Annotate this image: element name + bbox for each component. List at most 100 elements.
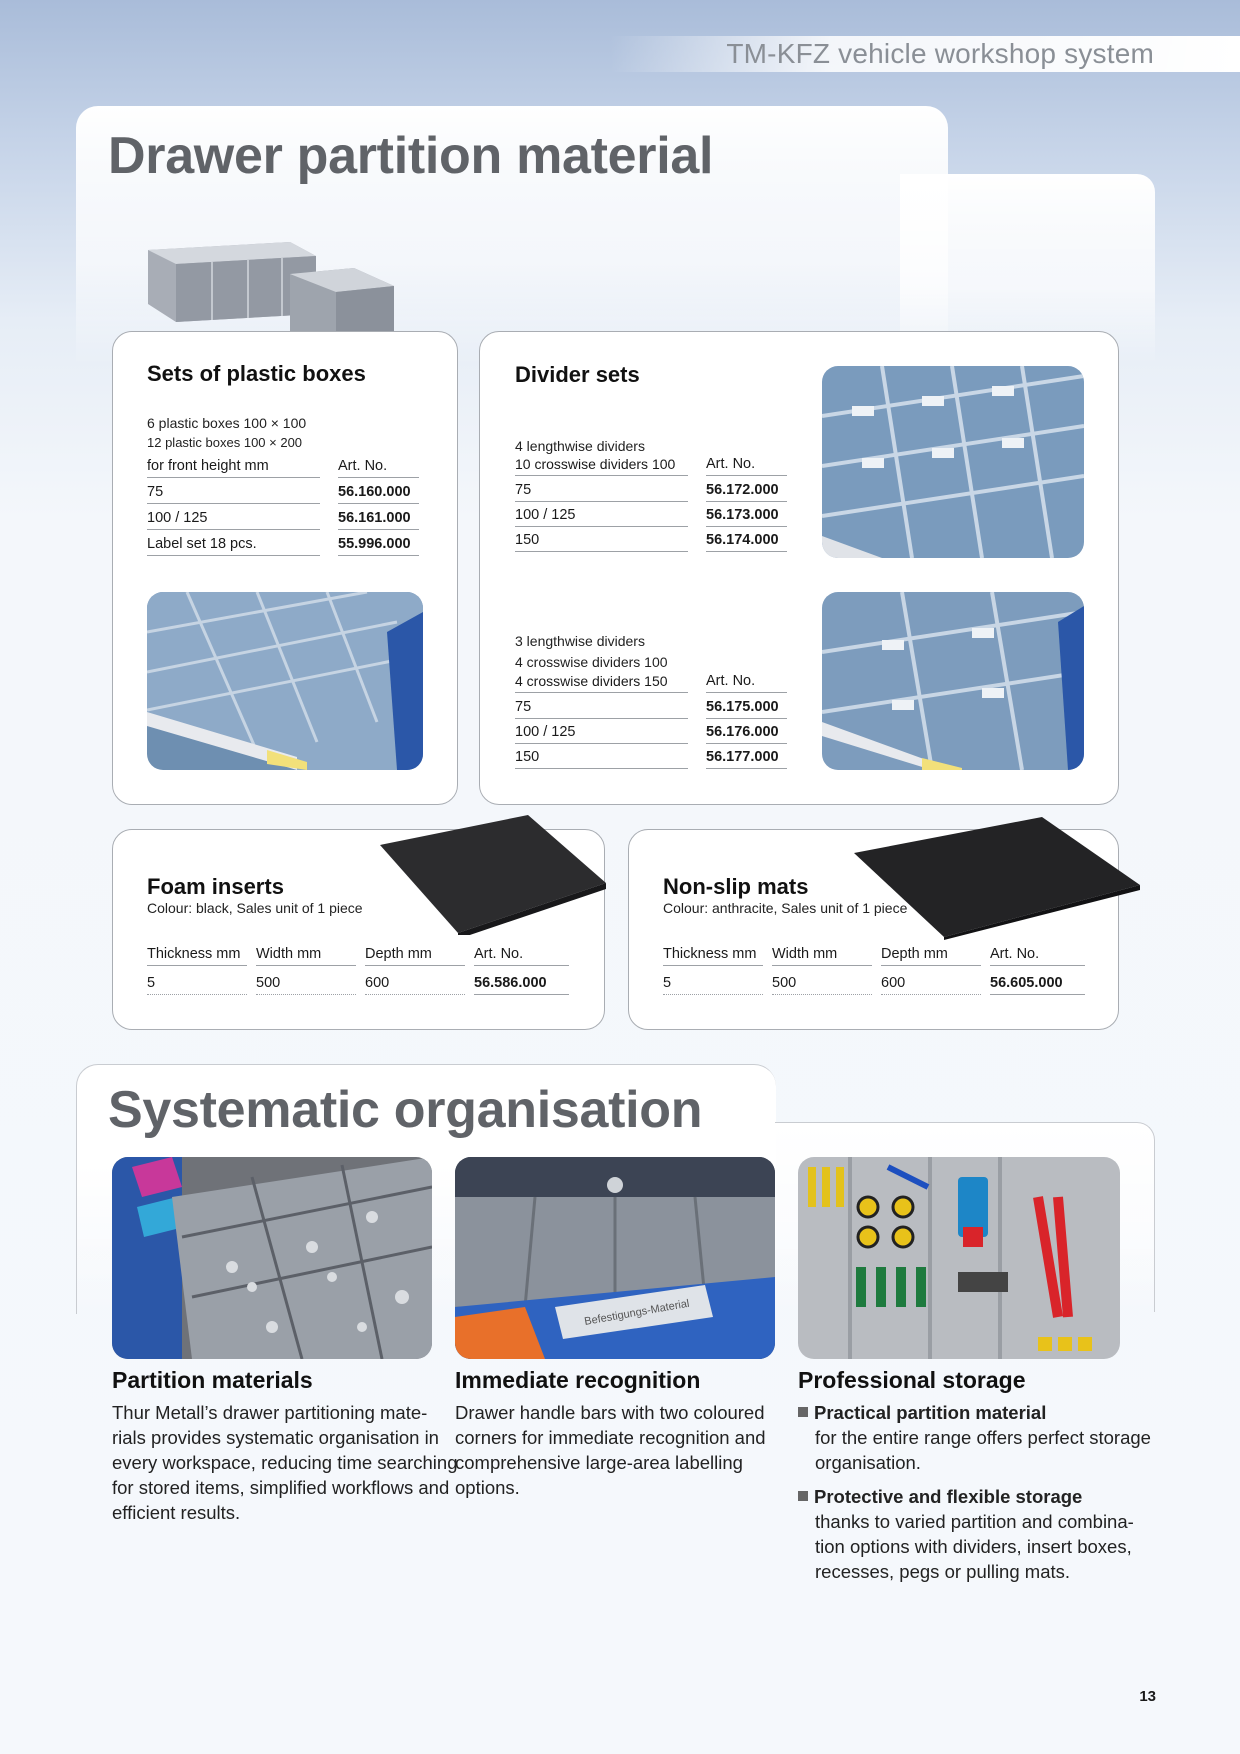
row-art-no: 56.173.000 [706, 507, 787, 527]
divider-set2-photo [822, 592, 1084, 770]
row-label: 75 [515, 699, 688, 719]
col-art-no: Art. No. [990, 946, 1085, 966]
header-title: TM-KFZ vehicle workshop system [726, 38, 1154, 69]
row-art-no: 55.996.000 [338, 536, 419, 556]
table-row: 150 56.174.000 [515, 527, 787, 552]
bullet-square-icon [798, 1491, 808, 1501]
table-row: 5 500 600 56.605.000 [663, 970, 1085, 995]
plastic-boxes-title: Sets of plastic boxes [147, 361, 366, 386]
row-art-no: 56.174.000 [706, 532, 787, 552]
col-art-no: Art. No. [706, 673, 787, 693]
section-title-drawer-partition: Drawer partition material [108, 127, 714, 185]
cell-depth: 600 [881, 975, 981, 995]
divider-set2-desc-2: 4 crosswise dividers 100 [515, 654, 668, 670]
row-label: 75 [515, 482, 688, 502]
nonslip-mat-image [854, 817, 1140, 940]
row-label: 150 [515, 532, 688, 552]
text-line: for stored items, simplified workflows a… [112, 1477, 450, 1498]
text-line: corners for immediate recognition and [455, 1427, 766, 1448]
divider-set2-desc-3: 4 crosswise dividers 150 [515, 673, 688, 693]
table-row: 100 / 125 56.173.000 [515, 502, 787, 527]
foam-header-row: Thickness mm Width mm Depth mm Art. No. [147, 941, 569, 966]
table-row: 75 56.175.000 [515, 694, 787, 719]
cell-art-no: 56.605.000 [990, 975, 1085, 995]
section-title-systematic-organisation: Systematic organisation [108, 1081, 703, 1139]
foam-insert-image [380, 815, 606, 935]
row-art-no: 56.172.000 [706, 482, 787, 502]
col-thickness: Thickness mm [147, 946, 247, 966]
row-art-no: 56.176.000 [706, 724, 787, 744]
col-art-no: Art. No. [474, 946, 569, 966]
section-panel-top [76, 106, 948, 366]
row-art-no: 56.160.000 [338, 484, 419, 504]
bullet-title: Protective and flexible storage [814, 1486, 1083, 1507]
divider-set2-header-row: 4 crosswise dividers 150 Art. No. [515, 668, 787, 693]
text-line: for the entire range offers perfect stor… [815, 1427, 1151, 1448]
row-label: 150 [515, 749, 688, 769]
bullet-square-icon [798, 1407, 808, 1417]
recognition-title: Immediate recognition [455, 1367, 701, 1393]
partition-text: Thur Metall’s drawer partitioning mate- … [112, 1400, 458, 1525]
storage-bullet-1: Practical partition material for the ent… [798, 1400, 1151, 1475]
nonslip-title: Non-slip mats [663, 874, 809, 899]
col-depth: Depth mm [365, 946, 465, 966]
row-label: 75 [147, 484, 320, 504]
col-depth: Depth mm [881, 946, 981, 966]
row-label: Label set 18 pcs. [147, 536, 320, 556]
text-line: organisation. [815, 1452, 921, 1473]
text-line: Thur Metall’s drawer partitioning mate- [112, 1402, 428, 1423]
divider-set2-desc-1: 3 lengthwise dividers [515, 633, 645, 649]
cell-depth: 600 [365, 975, 465, 995]
text-line: efficient results. [112, 1502, 241, 1523]
divider-set1-photo [822, 366, 1084, 558]
divider-set1-desc-2: 10 crosswise dividers 100 [515, 456, 688, 476]
header-band [610, 36, 1240, 72]
table-row: 75 56.172.000 [515, 477, 787, 502]
cell-width: 500 [772, 975, 872, 995]
col-art-no: Art. No. [706, 456, 787, 476]
row-label: 100 / 125 [515, 507, 688, 527]
cell-width: 500 [256, 975, 356, 995]
col-thickness: Thickness mm [663, 946, 763, 966]
partition-title: Partition materials [112, 1367, 313, 1393]
plastic-boxes-header-row: for front height mm Art. No. [147, 453, 419, 478]
text-line: thanks to varied partition and combina- [815, 1511, 1134, 1532]
partition-materials-photo [112, 1157, 432, 1359]
row-art-no: 56.177.000 [706, 749, 787, 769]
cell-art-no: 56.586.000 [474, 975, 569, 995]
plastic-boxes-desc-1: 6 plastic boxes 100 × 100 [147, 415, 307, 431]
bullet-title: Practical partition material [814, 1402, 1047, 1423]
nonslip-subtitle: Colour: anthracite, Sales unit of 1 piec… [663, 900, 908, 916]
plastic-boxes-desc-2: 12 plastic boxes 100 × 200 [147, 435, 303, 450]
col-width: Width mm [256, 946, 356, 966]
immediate-recognition-photo: Befestigungs-Material [455, 1157, 775, 1359]
recognition-text: Drawer handle bars with two coloured cor… [455, 1400, 766, 1500]
cell-thickness: 5 [663, 975, 763, 995]
text-line: Drawer handle bars with two coloured [455, 1402, 765, 1423]
table-row: 100 / 125 56.176.000 [515, 719, 787, 744]
col-art-no: Art. No. [338, 458, 419, 478]
row-label: 100 / 125 [515, 724, 688, 744]
table-row: 5 500 600 56.586.000 [147, 970, 569, 995]
foam-title: Foam inserts [147, 874, 284, 899]
table-row: 150 56.177.000 [515, 744, 787, 769]
divider-sets-title: Divider sets [515, 362, 640, 387]
plastic-boxes-drawer-photo [147, 592, 423, 770]
text-line: every workspace, reducing time searching [112, 1452, 458, 1473]
text-line: options. [455, 1477, 520, 1498]
text-line: rials provides systematic organisation i… [112, 1427, 439, 1448]
divider-set1-desc-1: 4 lengthwise dividers [515, 438, 645, 454]
row-art-no: 56.161.000 [338, 510, 419, 530]
table-row: 75 56.160.000 [147, 479, 419, 504]
text-line: tion options with dividers, insert boxes… [815, 1536, 1132, 1557]
foam-subtitle: Colour: black, Sales unit of 1 piece [147, 900, 363, 916]
storage-bullet-2: Protective and flexible storage thanks t… [798, 1484, 1134, 1584]
text-line: comprehensive large-area labelling [455, 1452, 743, 1473]
row-label: 100 / 125 [147, 510, 320, 530]
row-art-no: 56.175.000 [706, 699, 787, 719]
page-number: 13 [1139, 1688, 1156, 1705]
storage-title: Professional storage [798, 1367, 1026, 1393]
divider-set1-header-row: 10 crosswise dividers 100 Art. No. [515, 451, 787, 476]
table-row: Label set 18 pcs. 55.996.000 [147, 531, 419, 556]
professional-storage-photo [798, 1157, 1120, 1359]
